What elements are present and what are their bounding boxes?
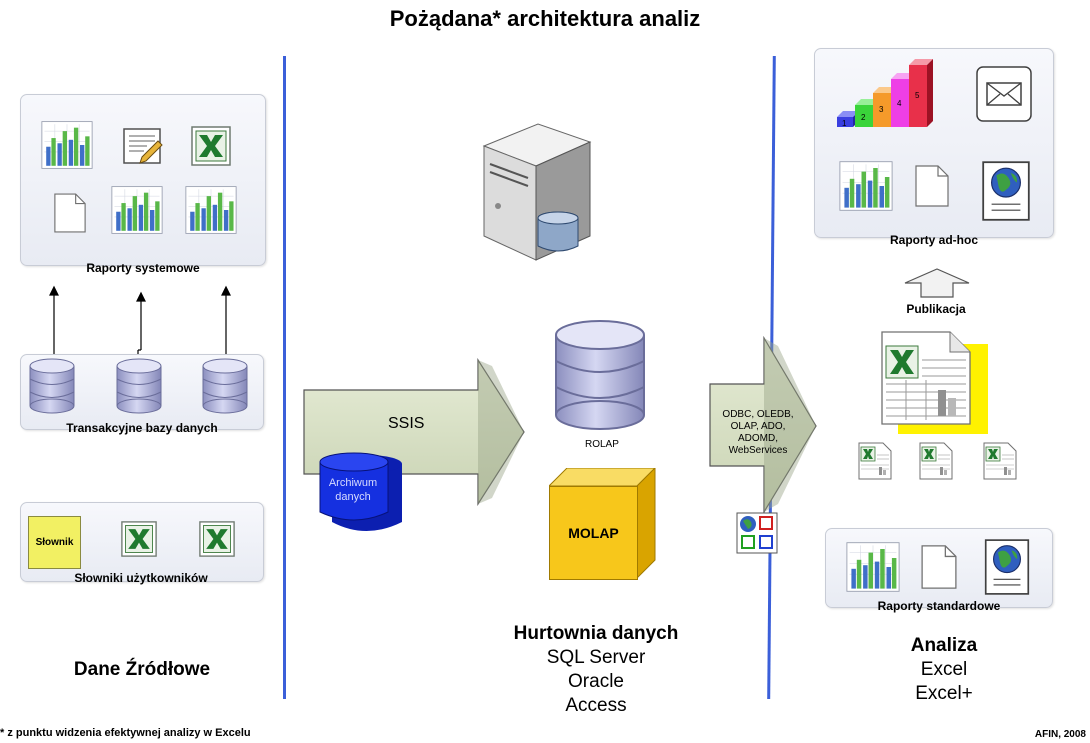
server-icon	[482, 123, 592, 261]
ssis-label: SSIS	[388, 415, 425, 432]
source-data-caption: Dane Źródłowe	[20, 658, 264, 682]
analysis-caption: Analiza Excel Excel+	[840, 634, 1048, 706]
analysis-line: Excel+	[915, 683, 973, 704]
warehouse-line: SQL Server	[546, 647, 646, 668]
user-dictionaries-label: Słowniki użytkowników	[74, 571, 208, 585]
rolap-label: ROLAP	[585, 439, 619, 450]
credit: AFIN, 2008	[1034, 729, 1086, 740]
database-icon	[116, 358, 162, 414]
publish-label: Publikacja	[906, 302, 966, 316]
document-icon	[53, 191, 87, 235]
bar-number: 3	[879, 105, 884, 114]
transactional-db-panel: Transakcyjne bazy danych	[20, 354, 264, 435]
bar-number: 4	[897, 99, 902, 108]
connector-line: ODBC, OLEDB,	[722, 409, 794, 420]
document-pen-icon	[123, 128, 163, 164]
globe-document-icon	[977, 161, 1035, 221]
excel-file-icon	[918, 441, 954, 481]
excel-file-icon	[982, 441, 1018, 481]
chart-icon	[846, 539, 900, 595]
standard-reports-panel: Raporty standardowe	[825, 528, 1053, 613]
system-reports-panel: Raporty systemowe	[20, 94, 266, 275]
web-app-icon	[736, 512, 778, 554]
up-arrows	[49, 285, 231, 357]
dictionary-box: Słownik	[28, 516, 81, 569]
archive-cylinder	[319, 452, 402, 531]
globe-document-icon	[984, 539, 1030, 595]
chart-icon	[111, 185, 163, 235]
adhoc-reports-panel: 1 2 3 4 5 Raporty ad-hoc	[814, 48, 1054, 247]
connector-arrow	[709, 336, 817, 514]
system-reports-label: Raporty systemowe	[86, 261, 200, 275]
excel-file-icon	[857, 441, 893, 481]
publish-arrow-icon	[904, 268, 970, 298]
document-icon	[920, 543, 958, 591]
connector-line: OLAP, ADO,	[730, 421, 786, 432]
database-icon	[202, 358, 248, 414]
page-title: Pożądana* architektura analiz	[389, 6, 701, 31]
chart-icon	[41, 120, 93, 170]
rolap-database-icon	[552, 319, 648, 431]
molap-label: MOLAP	[549, 486, 638, 580]
document-icon	[914, 163, 950, 209]
bar-number: 2	[861, 113, 866, 122]
footnote: * z punktu widzenia efektywnej analizy w…	[0, 727, 251, 739]
connector-text: ODBC, OLEDB, OLAP, ADO, ADOMD, WebServic…	[712, 409, 804, 457]
warehouse-line: Oracle	[568, 671, 624, 692]
analysis-line: Excel	[920, 659, 968, 680]
chart-icon	[185, 185, 237, 235]
archive-label: Archiwum danych	[328, 477, 378, 503]
excel-icon	[199, 521, 235, 557]
analysis-title: Analiza	[910, 635, 978, 656]
envelope-icon	[976, 66, 1032, 122]
excel-icon	[191, 126, 231, 166]
adhoc-reports-label: Raporty ad-hoc	[889, 233, 978, 247]
connector-line: ADOMD,	[738, 433, 778, 444]
warehouse-line: Access	[565, 695, 627, 716]
bar-number: 1	[842, 119, 847, 128]
standard-reports-label: Raporty standardowe	[877, 599, 1001, 613]
divider-left	[283, 56, 286, 699]
transactional-db-label: Transakcyjne bazy danych	[66, 421, 218, 435]
bar-number: 5	[915, 91, 920, 100]
chart-icon	[839, 159, 893, 213]
connector-line: WebServices	[728, 445, 788, 456]
database-icon	[29, 358, 75, 414]
source-data-title: Dane Źródłowe	[73, 659, 211, 680]
warehouse-caption: Hurtownia danych SQL Server Oracle Acces…	[480, 622, 712, 718]
excel-document-icon	[881, 331, 971, 425]
excel-icon	[121, 521, 157, 557]
molap-cube-side	[549, 468, 656, 580]
warehouse-title: Hurtownia danych	[513, 623, 679, 644]
bar-chart-3d-icon: 1 2 3 4 5	[837, 59, 933, 128]
